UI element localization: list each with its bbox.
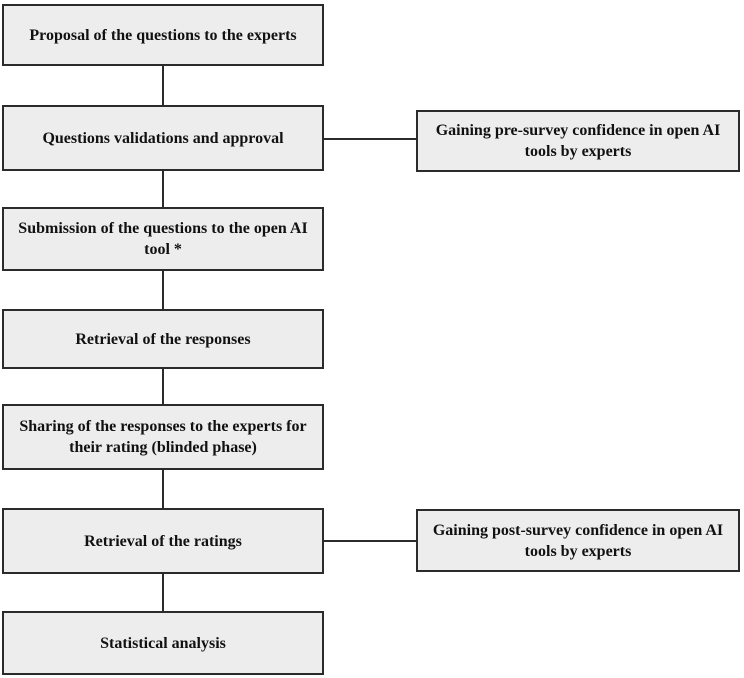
- connector-line: [324, 138, 416, 140]
- side-note-post-survey-confidence: Gaining post-survey confidence in open A…: [416, 509, 740, 572]
- connector-line: [162, 574, 164, 611]
- step-submission-to-ai-tool: Submission of the questions to the open …: [2, 207, 324, 271]
- step-label: Retrieval of the responses: [75, 330, 251, 348]
- step-proposal-of-questions: Proposal of the questions to the experts: [2, 4, 324, 66]
- step-retrieval-of-responses: Retrieval of the responses: [2, 309, 324, 369]
- connector-line: [162, 171, 164, 207]
- connector-line: [324, 540, 416, 542]
- step-label: Retrieval of the ratings: [84, 532, 242, 550]
- connector-line: [162, 369, 164, 404]
- connector-line: [162, 271, 164, 309]
- side-note-label: Gaining pre-survey confidence in open AI…: [435, 122, 721, 160]
- step-label: Questions validations and approval: [42, 129, 284, 147]
- step-sharing-of-responses: Sharing of the responses to the experts …: [2, 404, 324, 470]
- side-note-label: Gaining post-survey confidence in open A…: [432, 521, 724, 560]
- step-label: Sharing of the responses to the experts …: [19, 418, 307, 456]
- side-note-pre-survey-confidence: Gaining pre-survey confidence in open AI…: [416, 110, 740, 172]
- step-label: Proposal of the questions to the experts: [29, 26, 297, 44]
- connector-line: [162, 470, 164, 508]
- step-statistical-analysis: Statistical analysis: [2, 611, 324, 675]
- step-label: Submission of the questions to the open …: [18, 220, 308, 258]
- step-retrieval-of-ratings: Retrieval of the ratings: [2, 508, 324, 574]
- step-label: Statistical analysis: [100, 634, 226, 652]
- connector-line: [162, 66, 164, 105]
- step-questions-validation: Questions validations and approval: [2, 105, 324, 171]
